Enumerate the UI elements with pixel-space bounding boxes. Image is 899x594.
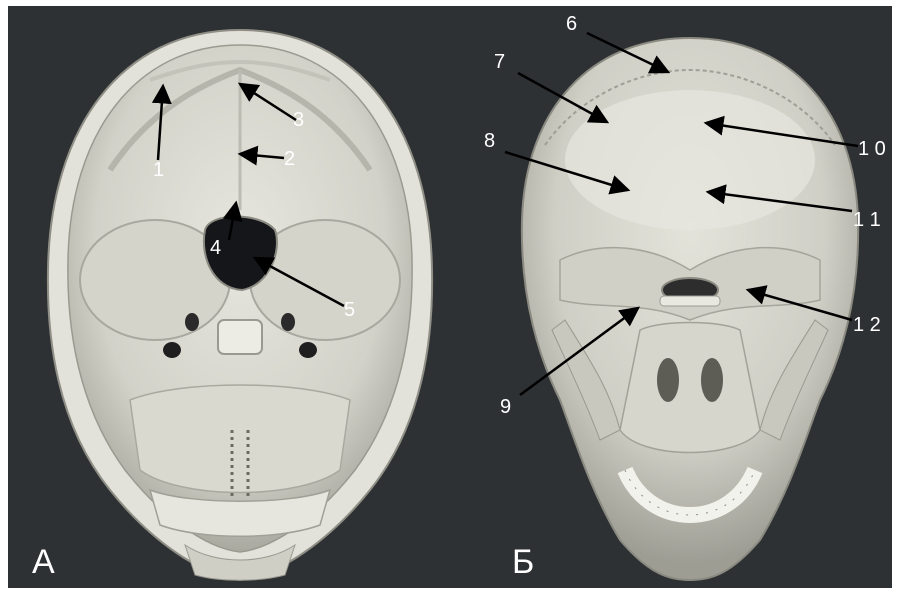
label-3: 3 [293,110,304,130]
label-2: 2 [284,149,295,169]
label-11: 1 1 [853,210,881,230]
panel-a-letter: А [32,545,55,579]
label-10: 1 0 [858,139,886,159]
skull-image [522,38,858,580]
label-9: 9 [500,397,511,417]
label-7: 7 [494,52,505,72]
panel-b-letter: Б [512,545,534,579]
label-12: 1 2 [853,315,881,335]
label-1: 1 [153,160,164,180]
label-6: 6 [566,14,577,34]
skull-base-image [48,30,432,580]
label-8: 8 [484,131,495,151]
label-4: 4 [210,238,221,258]
label-5: 5 [344,300,355,320]
